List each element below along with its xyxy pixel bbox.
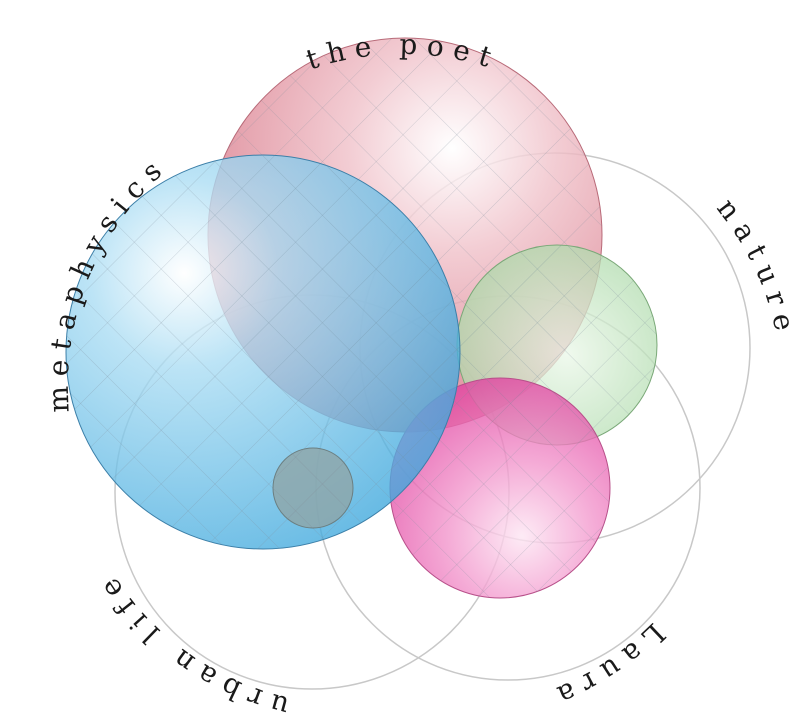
label-urban-life: urban life bbox=[88, 565, 292, 724]
label-laura: Laura bbox=[544, 617, 671, 716]
small-inner-circle bbox=[272, 447, 354, 529]
label-nature: nature bbox=[710, 192, 800, 342]
laura-circle bbox=[389, 377, 611, 599]
metaphysics-circle bbox=[65, 154, 461, 550]
